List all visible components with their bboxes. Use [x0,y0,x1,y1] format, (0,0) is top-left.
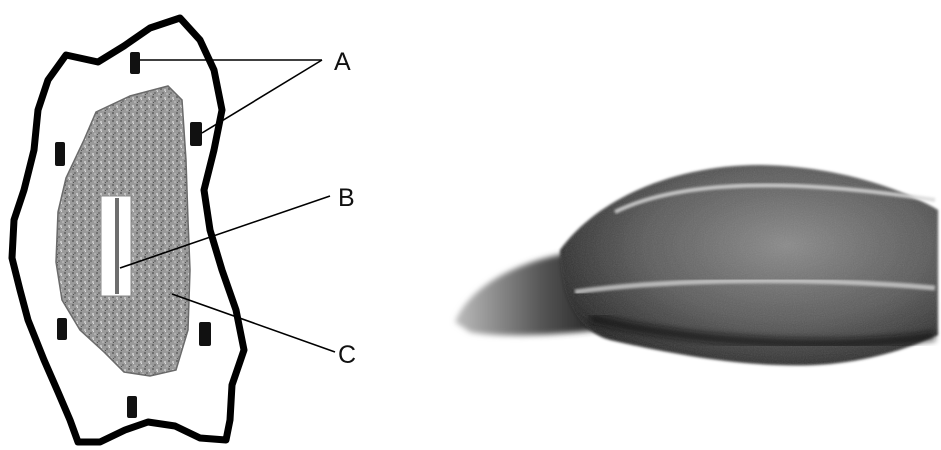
label-b: B [338,184,355,212]
perimeter-mark [127,396,137,418]
cell-diagram: A B C [12,18,356,442]
label-a: A [334,48,351,76]
perimeter-mark [57,318,67,340]
perimeter-mark [130,52,140,74]
perimeter-mark [199,322,211,346]
label-c: C [338,341,356,369]
perimeter-mark [55,142,65,166]
perimeter-mark [190,122,202,146]
seed-photo [455,165,938,365]
